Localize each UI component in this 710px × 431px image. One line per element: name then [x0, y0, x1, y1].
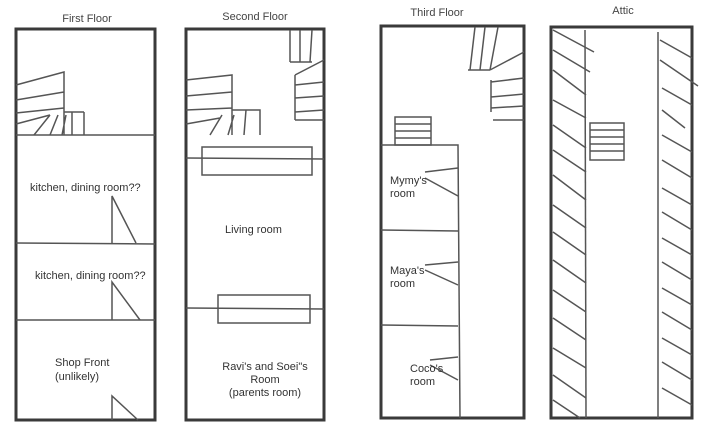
door-icon — [424, 167, 459, 197]
room-label: (parents room) — [229, 387, 301, 399]
wall-line — [185, 307, 325, 310]
room-label: kitchen, dining room?? — [30, 182, 141, 194]
room-label: room — [390, 278, 415, 290]
wall-line — [584, 29, 587, 419]
room-label: room — [390, 188, 415, 200]
room-label: room — [410, 376, 435, 388]
third-floor-outline — [379, 24, 526, 420]
stairs-icon — [394, 26, 525, 146]
door-icon — [429, 356, 459, 381]
door-icon — [111, 394, 139, 421]
third-floor-title: Third Floor — [410, 7, 464, 19]
wall-line — [381, 144, 461, 419]
sloped-roof-hatching — [552, 29, 699, 419]
first-floor-title: First Floor — [62, 13, 112, 25]
second-floor-plan: Second Floor Living room Ravi's and Soei… — [184, 11, 326, 422]
stairs-icon — [15, 71, 85, 136]
room-label: kitchen, dining room?? — [35, 270, 146, 282]
table-icon — [201, 146, 313, 176]
attic-title: Attic — [612, 5, 634, 17]
door-icon — [111, 279, 141, 321]
room-label: Shop Front — [55, 357, 109, 369]
room-label: Maya's — [390, 265, 425, 277]
room-label: Living room — [225, 224, 282, 236]
attic-outline — [549, 25, 694, 420]
room-label: Ravi's and Soei"s — [222, 361, 308, 373]
wall-line — [185, 157, 325, 160]
first-floor-outline — [14, 27, 157, 422]
room-label: Coco's — [410, 363, 444, 375]
room-label: (unlikely) — [55, 371, 99, 383]
stairs-icon — [185, 29, 325, 136]
door-icon — [111, 195, 137, 244]
third-floor-plan: Third Floor Mymy's room Maya's room Coco… — [379, 7, 526, 420]
wall-line — [15, 242, 156, 245]
stairs-icon — [589, 122, 625, 161]
second-floor-outline — [184, 27, 326, 422]
wall-line — [380, 324, 459, 327]
attic-plan: Attic — [549, 5, 699, 420]
door-icon — [424, 261, 459, 286]
first-floor-plan: First Floor kitchen, dining room?? kitch… — [14, 13, 157, 422]
room-label: Mymy's — [390, 175, 427, 187]
wall-line — [380, 229, 459, 232]
room-label: Room — [250, 374, 279, 386]
second-floor-title: Second Floor — [222, 11, 288, 23]
